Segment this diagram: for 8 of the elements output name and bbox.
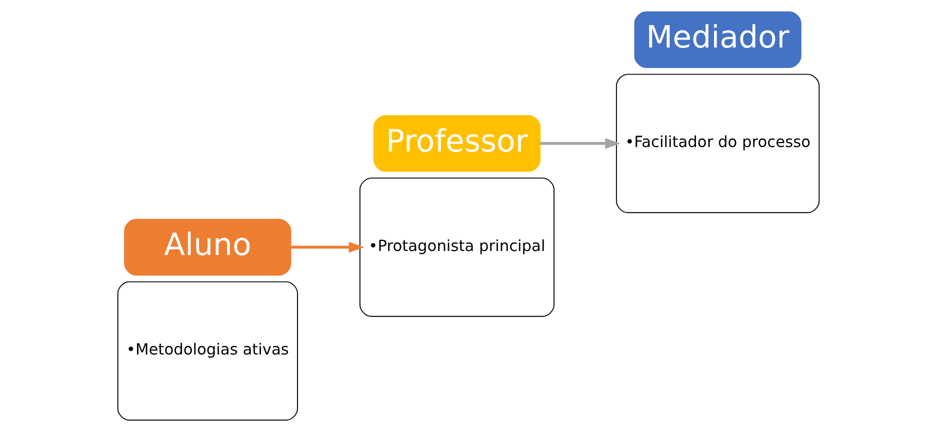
node-box: Professor: [372, 115, 540, 172]
arrow: [290, 242, 364, 253]
node-box: Mediador: [634, 11, 801, 68]
node-box: •Metodologias ativas: [116, 281, 298, 421]
node-box: •Protagonista principal: [358, 178, 554, 317]
node-box: Aluno: [124, 218, 291, 276]
node-box: •Facilitador do processo: [615, 74, 820, 214]
arrow: [540, 138, 620, 149]
